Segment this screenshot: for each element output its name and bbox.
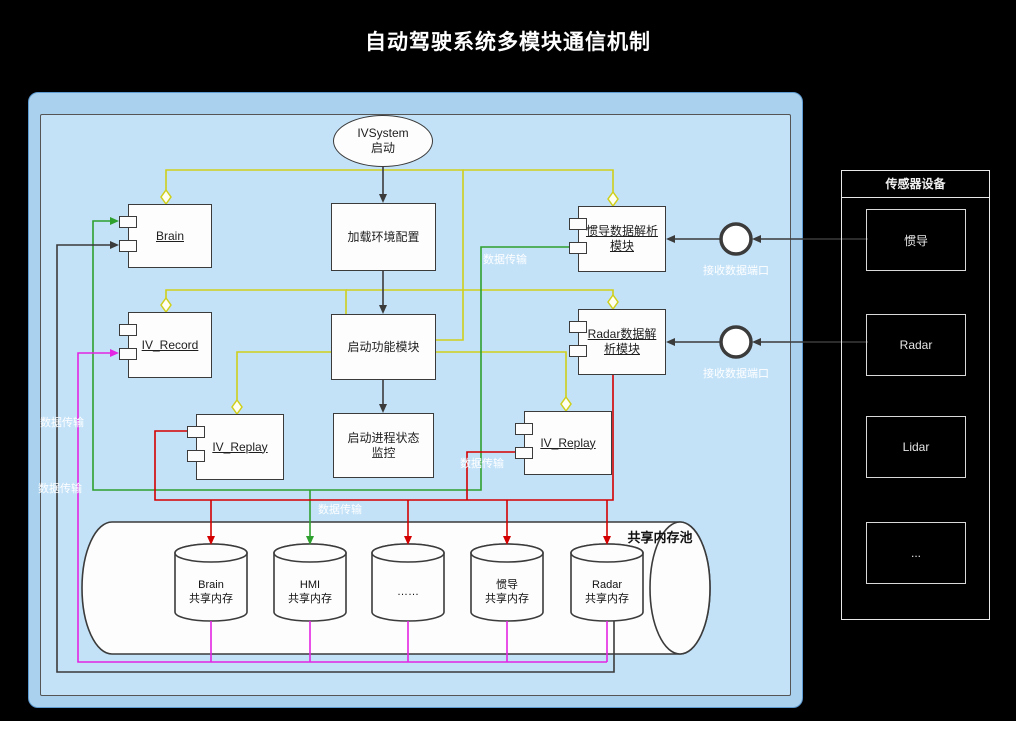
magenta-data-links xyxy=(77,349,608,663)
component-tab-icon xyxy=(569,321,587,333)
component-tab-icon xyxy=(569,218,587,230)
component-tab-icon xyxy=(119,216,137,228)
component-tab-icon xyxy=(569,345,587,357)
memory-cylinder-label-radar: Radar 共享内存 xyxy=(585,579,629,605)
component-tab-icon xyxy=(119,240,137,252)
data-transfer-label-left-upper: 数据传输 xyxy=(40,417,84,429)
component-iv-record-label: IV_Record xyxy=(141,337,199,352)
component-tab-icon xyxy=(569,242,587,254)
sensor-box-ins: 惯导 xyxy=(866,209,966,271)
component-brain: Brain xyxy=(119,204,212,268)
sensor-box-more-label: ... xyxy=(910,546,921,560)
memory-pool-label: 共享内存池 xyxy=(627,530,693,545)
memory-cylinder-hmi xyxy=(273,543,347,622)
load-config-label: 加载环境配置 xyxy=(347,229,420,244)
start-node-label: IVSystem 启动 xyxy=(357,126,409,155)
aggregation-diamond xyxy=(560,395,572,413)
aggregation-diamond xyxy=(607,190,619,208)
component-ins-parser-label: 惯导数据解析 模块 xyxy=(585,224,658,253)
component-iv-replay-left: IV_Replay xyxy=(187,414,284,480)
aggregation-links xyxy=(160,169,619,416)
sensor-box-lidar: Lidar xyxy=(866,416,966,478)
memory-cylinder-label-more: …… xyxy=(397,586,419,598)
sensor-panel-title: 传感器设备 xyxy=(842,171,989,198)
aggregation-diamond xyxy=(607,293,619,311)
component-tab-icon xyxy=(515,423,533,435)
load-config-node: 加载环境配置 xyxy=(331,203,436,271)
radar-port-label: 接收数据端口 xyxy=(703,368,769,380)
start-node: IVSystem 启动 xyxy=(333,115,433,167)
aggregation-diamond xyxy=(160,296,172,314)
component-tab-icon xyxy=(187,450,205,462)
component-tab-icon xyxy=(515,447,533,459)
memory-cylinder-label-hmi: HMI 共享内存 xyxy=(288,579,332,605)
sensor-panel: 传感器设备 惯导 Radar Lidar ... xyxy=(841,170,990,620)
component-tab-icon xyxy=(187,426,205,438)
sensor-box-radar-label: Radar xyxy=(899,338,933,352)
sensor-box-more: ... xyxy=(866,522,966,584)
memory-cylinder-more xyxy=(371,543,445,622)
component-tab-icon xyxy=(119,324,137,336)
bottom-strip xyxy=(0,721,1016,732)
green-data-links xyxy=(92,217,569,545)
ins-port-label: 接收数据端口 xyxy=(703,265,769,277)
sensor-box-lidar-label: Lidar xyxy=(902,440,930,454)
component-tab-icon xyxy=(119,348,137,360)
aggregation-diamond xyxy=(160,188,172,206)
sensor-links xyxy=(666,235,868,346)
memory-cylinder-label-ins: 惯导 共享内存 xyxy=(485,579,529,605)
ins-receive-port xyxy=(719,222,753,256)
component-iv-replay-right: IV_Replay xyxy=(515,411,612,475)
memory-cylinders xyxy=(174,543,644,622)
data-transfer-label-top-right: 数据传输 xyxy=(483,254,527,266)
start-modules-label: 启动功能模块 xyxy=(347,339,420,354)
black-feedback-link xyxy=(56,241,615,673)
data-transfer-label-center: 数据传输 xyxy=(318,504,362,516)
flow-arrows xyxy=(379,167,387,413)
data-transfer-label-left-lower: 数据传输 xyxy=(38,483,82,495)
diagram-title: 自动驾驶系统多模块通信机制 xyxy=(365,31,651,54)
component-iv-replay-right-label: IV_Replay xyxy=(540,435,596,450)
component-iv-record: IV_Record xyxy=(119,312,212,378)
data-transfer-label-right: 数据传输 xyxy=(460,458,504,470)
sensor-box-radar: Radar xyxy=(866,314,966,376)
monitor-label: 启动进程状态 监控 xyxy=(347,430,420,460)
memory-cylinder-ins xyxy=(470,543,544,622)
component-brain-label: Brain xyxy=(155,228,184,243)
memory-cylinder-label-brain: Brain 共享内存 xyxy=(189,579,233,605)
radar-receive-port xyxy=(719,325,753,359)
component-ins-parser: 惯导数据解析 模块 xyxy=(569,206,666,272)
monitor-node: 启动进程状态 监控 xyxy=(333,413,434,478)
component-iv-replay-left-label: IV_Replay xyxy=(212,439,268,454)
start-modules-node: 启动功能模块 xyxy=(331,314,436,380)
aggregation-diamond xyxy=(231,398,243,416)
component-radar-parser: Radar数据解 析模块 xyxy=(569,309,666,375)
component-radar-parser-label: Radar数据解 析模块 xyxy=(587,327,657,356)
sensor-box-ins-label: 惯导 xyxy=(903,233,928,248)
memory-cylinder-brain xyxy=(174,543,248,622)
memory-cylinder-radar xyxy=(570,543,644,622)
red-data-links xyxy=(154,375,614,545)
